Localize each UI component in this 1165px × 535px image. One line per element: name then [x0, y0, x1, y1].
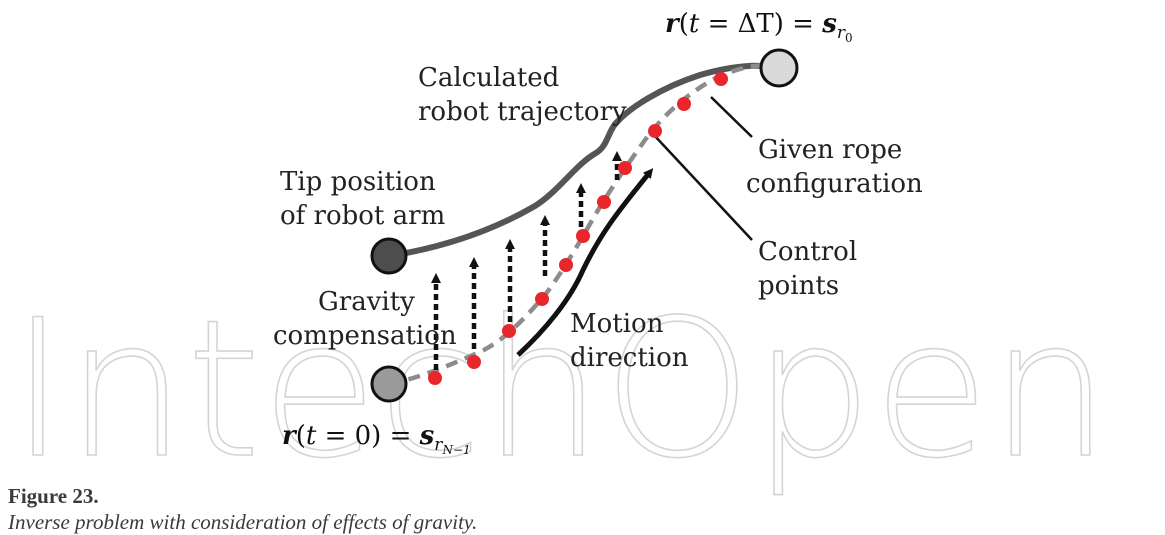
control-point: [559, 258, 573, 272]
control-points-label-line1: Control: [758, 237, 857, 267]
motion-label-line2: direction: [570, 343, 689, 373]
given-rope-label-line1: Given rope: [758, 135, 902, 165]
control-point: [597, 195, 611, 209]
given-rope-label-line2: configuration: [746, 169, 923, 199]
control-point: [648, 124, 662, 138]
watermark-text: IntechOpen: [10, 279, 1110, 500]
tip-label-line1: Tip position: [280, 167, 436, 197]
control-point: [535, 292, 549, 306]
gravity-compensation-arrows: [431, 151, 622, 370]
control-points-label-line2: points: [758, 271, 839, 301]
bottom-equation: r(t = 0) = srN−1: [282, 421, 471, 457]
control-point: [467, 355, 481, 369]
control-point: [714, 72, 728, 86]
control-point: [618, 161, 632, 175]
calculated-label-line1: Calculated: [418, 63, 559, 93]
start-node: [370, 365, 408, 403]
gravity-label-line2: compensation: [273, 321, 457, 351]
tip-position-node: [370, 237, 408, 275]
motion-direction-arrow: [516, 168, 654, 357]
top-equation: r(t = ΔT) = sr0: [665, 9, 853, 45]
control-points: [428, 72, 728, 385]
calculated-label-line2: robot trajectory: [418, 97, 627, 127]
tip-label-line2: of robot arm: [280, 201, 445, 231]
figure-caption-text: Inverse problem with consideration of ef…: [8, 510, 478, 534]
gravity-label-line1: Gravity: [318, 287, 415, 317]
end-node: [759, 48, 799, 88]
control-point: [502, 324, 516, 338]
figure-caption-title: Figure 23.: [8, 484, 99, 508]
control-point: [677, 97, 691, 111]
control-point: [428, 371, 442, 385]
control-points-leader-line: [652, 133, 753, 241]
control-point: [576, 229, 590, 243]
given-rope-leader-line: [710, 96, 753, 138]
robot-trajectory-curve: [386, 62, 781, 259]
motion-label-line1: Motion: [570, 309, 664, 339]
